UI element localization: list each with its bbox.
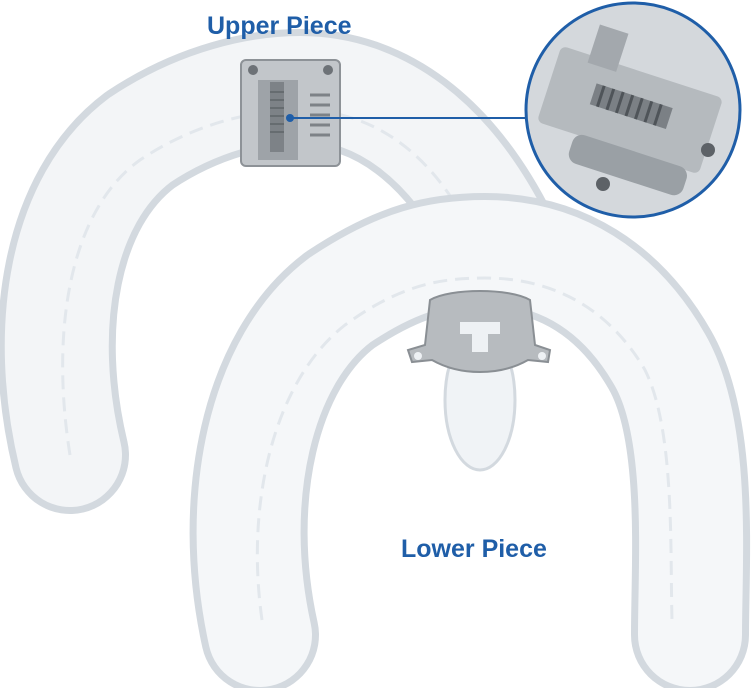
callout-magnified-view: [524, 1, 742, 219]
upper-piece-label: Upper Piece: [207, 12, 352, 40]
lower-metal-plate: [406, 290, 552, 373]
upper-piece-tray: [0, 28, 559, 514]
upper-screw-mechanism: [240, 59, 341, 167]
lower-piece-label: Lower Piece: [401, 535, 547, 563]
lower-piece-tray: [189, 192, 751, 688]
